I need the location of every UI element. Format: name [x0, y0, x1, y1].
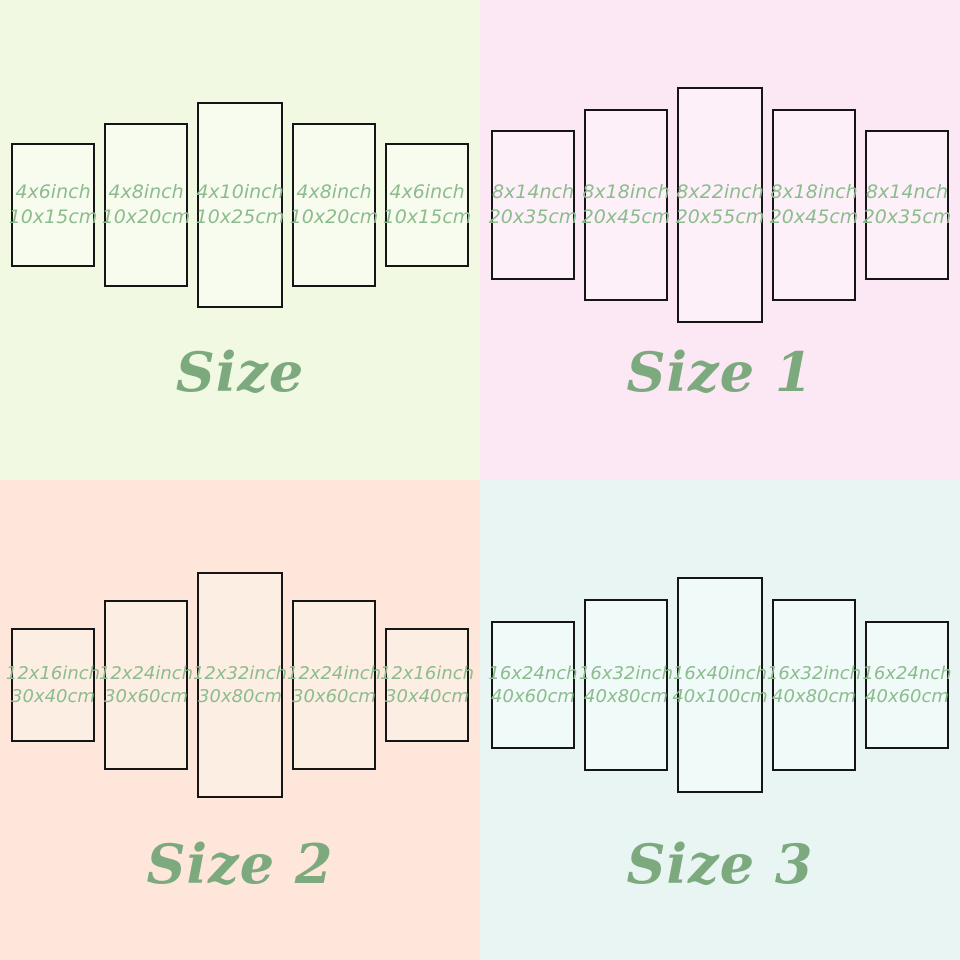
panel-size-cm: 20x45cm	[581, 206, 671, 228]
panel-size-label: 4x6inch 10x15cm	[383, 180, 472, 229]
panel-size-label: 8x14nch 20x35cm	[489, 180, 578, 229]
panel-size-label: 8x18inch 20x45cm	[582, 180, 671, 229]
canvas-panel: 16x24nch 40x60cm	[488, 621, 578, 749]
canvas-panel: 12x24inch 30x60cm	[287, 600, 381, 770]
panels-row: 4x6inch 10x15cm 4x8inch 10x20cm 4x10inch…	[9, 102, 472, 308]
panel-size-label: 4x8inch 10x20cm	[290, 180, 379, 229]
canvas-panel: 4x8inch 10x20cm	[290, 123, 379, 287]
panel-size-cm: 40x60cm	[491, 686, 575, 707]
quadrant-title: Size 3	[626, 832, 814, 896]
panel-size-label: 4x10inch 10x25cm	[196, 180, 285, 229]
panel-size-inch: 16x24nch	[862, 662, 952, 684]
panel-size-inch: 4x8inch	[108, 181, 184, 204]
panel-size-cm: 30x60cm	[104, 686, 188, 707]
panel-size-inch: 8x18inch	[770, 181, 858, 204]
panel-size-label: 12x32inch 30x80cm	[193, 662, 287, 709]
quadrant-title: Size 1	[626, 340, 814, 404]
canvas-panel: 12x16inch 30x40cm	[6, 628, 100, 742]
canvas-panel: 16x32inch 40x80cm	[767, 599, 861, 771]
panel-size-inch: 12x24inch	[98, 662, 194, 684]
panel-size-cm: 30x80cm	[198, 686, 282, 707]
canvas-panel: 16x24nch 40x60cm	[862, 621, 952, 749]
panel-size-inch: 8x14nch	[491, 181, 575, 204]
panel-size-inch: 8x14nch	[865, 181, 949, 204]
panel-size-label: 16x24nch 40x60cm	[862, 662, 951, 709]
panel-size-label: 8x22inch 20x55cm	[676, 180, 765, 229]
quadrant-size-1: 8x14nch 20x35cm 8x18inch 20x45cm 8x22inc…	[480, 0, 960, 480]
panel-size-cm: 10x15cm	[382, 206, 472, 228]
panels-row: 8x14nch 20x35cm 8x18inch 20x45cm 8x22inc…	[489, 87, 952, 323]
panel-size-cm: 10x20cm	[101, 206, 191, 228]
panel-size-inch: 8x18inch	[582, 181, 670, 204]
canvas-panel: 16x32inch 40x80cm	[579, 599, 673, 771]
canvas-panel: 12x32inch 30x80cm	[193, 572, 287, 798]
panels-row: 16x24nch 40x60cm 16x32inch 40x80cm 16x40…	[488, 577, 952, 793]
panel-size-label: 16x32inch 40x80cm	[579, 662, 673, 709]
panel-size-inch: 16x40inch	[672, 662, 768, 684]
canvas-panel: 8x22inch 20x55cm	[676, 87, 765, 323]
panel-size-inch: 16x32inch	[578, 662, 674, 684]
panel-size-label: 12x16inch 30x40cm	[380, 662, 474, 709]
panel-size-cm: 20x45cm	[769, 206, 859, 228]
panel-size-inch: 8x22inch	[676, 181, 764, 204]
panel-size-inch: 12x16inch	[379, 662, 475, 684]
canvas-panel: 4x6inch 10x15cm	[9, 143, 98, 267]
quadrant-size-3: 16x24nch 40x60cm 16x32inch 40x80cm 16x40…	[480, 480, 960, 960]
panels-row: 12x16inch 30x40cm 12x24inch 30x60cm 12x3…	[6, 572, 474, 798]
panel-size-label: 12x16inch 30x40cm	[6, 662, 100, 709]
quadrant-title: Size 2	[146, 832, 334, 896]
quadrant-size-2: 12x16inch 30x40cm 12x24inch 30x60cm 12x3…	[0, 480, 480, 960]
panel-size-inch: 4x8inch	[296, 181, 372, 204]
panel-size-cm: 10x15cm	[8, 206, 98, 228]
canvas-panel: 4x6inch 10x15cm	[383, 143, 472, 267]
panel-size-cm: 10x20cm	[289, 206, 379, 228]
canvas-panel: 8x18inch 20x45cm	[770, 109, 859, 301]
panel-size-inch: 4x10inch	[196, 181, 284, 204]
panel-size-label: 16x24nch 40x60cm	[488, 662, 577, 709]
panel-size-inch: 4x6inch	[389, 181, 465, 204]
panel-size-cm: 20x55cm	[675, 206, 765, 228]
canvas-panel: 4x10inch 10x25cm	[196, 102, 285, 308]
panel-size-label: 8x18inch 20x45cm	[770, 180, 859, 229]
panel-size-label: 16x40inch 40x100cm	[672, 662, 767, 709]
panel-size-inch: 4x6inch	[15, 181, 91, 204]
panel-size-inch: 12x16inch	[5, 662, 101, 684]
panel-size-cm: 10x25cm	[195, 206, 285, 228]
panel-size-label: 12x24inch 30x60cm	[287, 662, 381, 709]
panel-size-cm: 20x35cm	[862, 206, 952, 228]
panel-size-cm: 20x35cm	[488, 206, 578, 228]
panel-size-label: 12x24inch 30x60cm	[99, 662, 193, 709]
panel-size-inch: 16x24nch	[488, 662, 578, 684]
panel-size-cm: 40x60cm	[865, 686, 949, 707]
canvas-panel: 16x40inch 40x100cm	[672, 577, 768, 793]
canvas-panel: 8x18inch 20x45cm	[582, 109, 671, 301]
panel-size-label: 4x6inch 10x15cm	[9, 180, 98, 229]
panel-size-label: 16x32inch 40x80cm	[767, 662, 861, 709]
canvas-panel: 12x16inch 30x40cm	[380, 628, 474, 742]
panel-size-cm: 40x80cm	[584, 686, 668, 707]
panel-size-cm: 40x100cm	[672, 686, 768, 707]
panel-size-cm: 40x80cm	[772, 686, 856, 707]
canvas-panel: 8x14nch 20x35cm	[489, 130, 578, 280]
panel-size-inch: 12x24inch	[286, 662, 382, 684]
panel-size-cm: 30x40cm	[385, 686, 469, 707]
panel-size-cm: 30x60cm	[292, 686, 376, 707]
panel-size-inch: 16x32inch	[766, 662, 862, 684]
quadrant-title: Size	[175, 340, 305, 404]
quadrant-size: 4x6inch 10x15cm 4x8inch 10x20cm 4x10inch…	[0, 0, 480, 480]
canvas-panel: 8x14nch 20x35cm	[863, 130, 952, 280]
panel-size-inch: 12x32inch	[192, 662, 288, 684]
canvas-panel: 12x24inch 30x60cm	[99, 600, 193, 770]
panel-size-label: 8x14nch 20x35cm	[863, 180, 952, 229]
panel-size-label: 4x8inch 10x20cm	[102, 180, 191, 229]
canvas-panel: 4x8inch 10x20cm	[102, 123, 191, 287]
panel-size-cm: 30x40cm	[11, 686, 95, 707]
